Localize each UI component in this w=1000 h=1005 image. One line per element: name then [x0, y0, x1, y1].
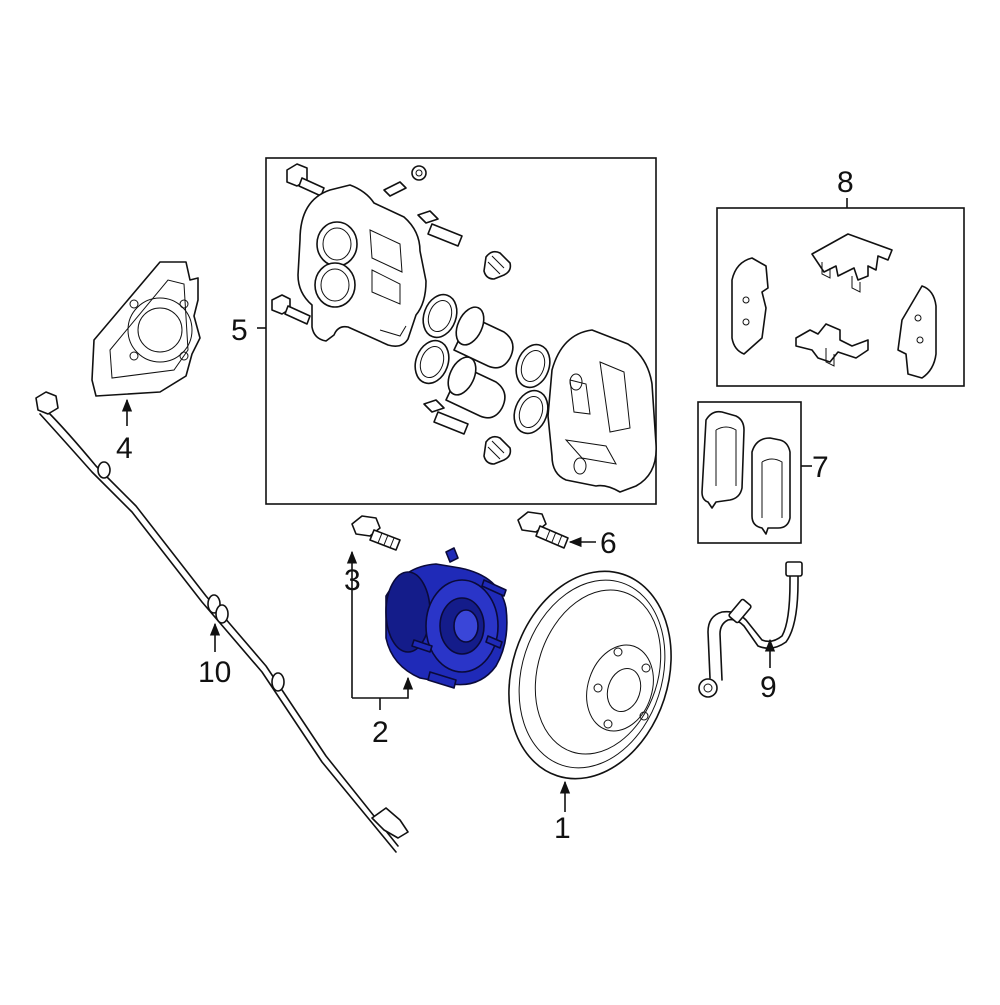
- brake-pad-set[interactable]: [697, 401, 802, 544]
- caliper-bolt-top: [286, 163, 325, 197]
- guide-pin-upper: [417, 210, 463, 247]
- callout-4: 4: [116, 432, 133, 465]
- leader-lines: [121, 198, 848, 812]
- caliper-bracket: [547, 329, 657, 493]
- callout-3: 3: [344, 564, 361, 597]
- caliper-group[interactable]: [265, 157, 657, 505]
- dust-shield[interactable]: [91, 261, 201, 397]
- wheel-speed-sensor[interactable]: [35, 391, 409, 853]
- brake-pad-outer: [751, 437, 791, 535]
- callout-2: 2: [372, 716, 389, 749]
- callout-6: 6: [600, 527, 617, 560]
- abutment-clip-upper: [811, 233, 893, 293]
- pad-hardware-kit[interactable]: [716, 207, 965, 387]
- hub-bolt[interactable]: [351, 515, 401, 551]
- callout-8: 8: [837, 166, 854, 199]
- pin-boot-lower: [483, 435, 512, 465]
- callout-7: 7: [812, 451, 829, 484]
- callout-9: 9: [760, 671, 777, 704]
- pad-shim-right: [897, 285, 937, 379]
- pad-shim-left: [731, 257, 769, 355]
- caliper-piston: [445, 306, 514, 419]
- callout-5: 5: [231, 314, 248, 347]
- bracket-bolt[interactable]: [517, 511, 569, 549]
- pin-boot-upper: [483, 250, 512, 280]
- caliper-group-box: [265, 157, 657, 505]
- caliper-housing: [297, 184, 427, 347]
- brake-pads-box: [697, 401, 802, 544]
- hub-assembly[interactable]: [385, 547, 508, 689]
- brake-rotor[interactable]: [483, 550, 697, 800]
- brake-pad-inner: [701, 410, 745, 509]
- guide-pin-lower: [423, 399, 469, 435]
- abutment-clip-lower: [795, 323, 869, 367]
- brake-hose[interactable]: [698, 561, 803, 698]
- caliper-bolt-lower: [271, 294, 311, 325]
- bleeder-screw: [383, 165, 427, 197]
- hardware-kit-box: [716, 207, 965, 387]
- callout-1: 1: [554, 812, 571, 845]
- piston-seal: [414, 293, 551, 435]
- callout-10: 10: [198, 656, 231, 689]
